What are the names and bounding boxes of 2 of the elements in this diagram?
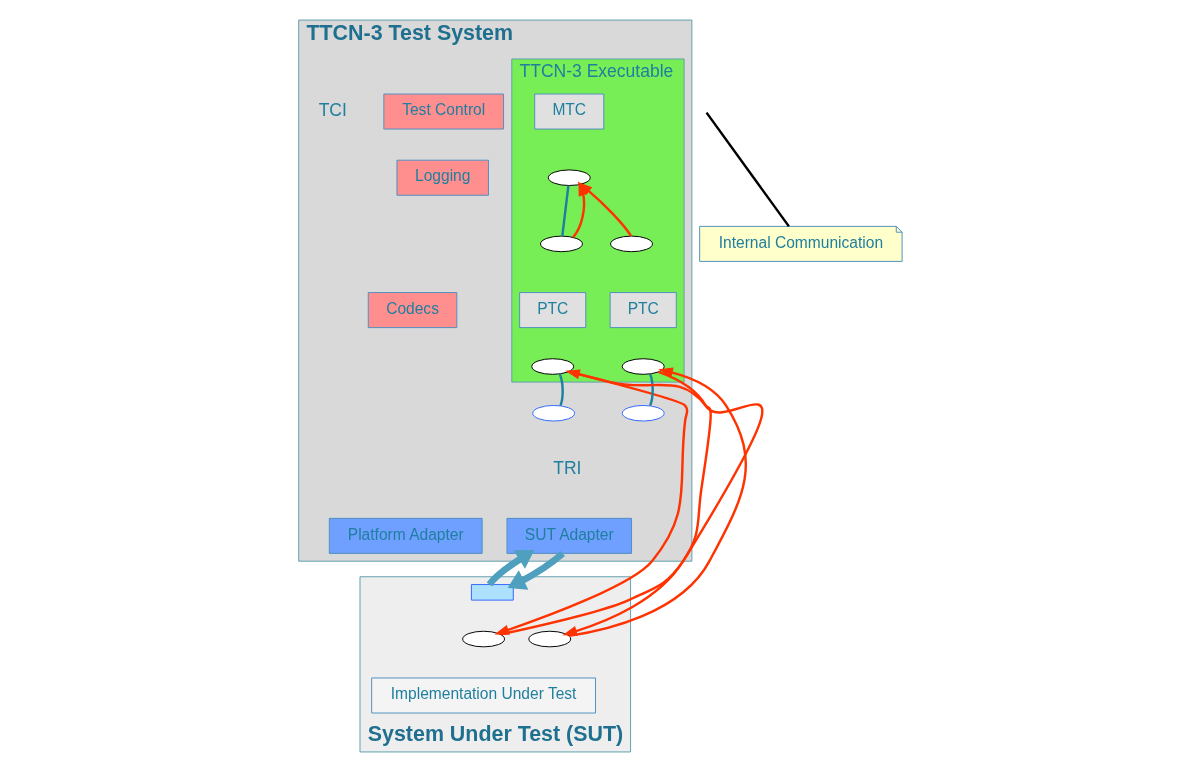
label: TCI	[318, 99, 347, 120]
label: TRI	[553, 457, 582, 478]
